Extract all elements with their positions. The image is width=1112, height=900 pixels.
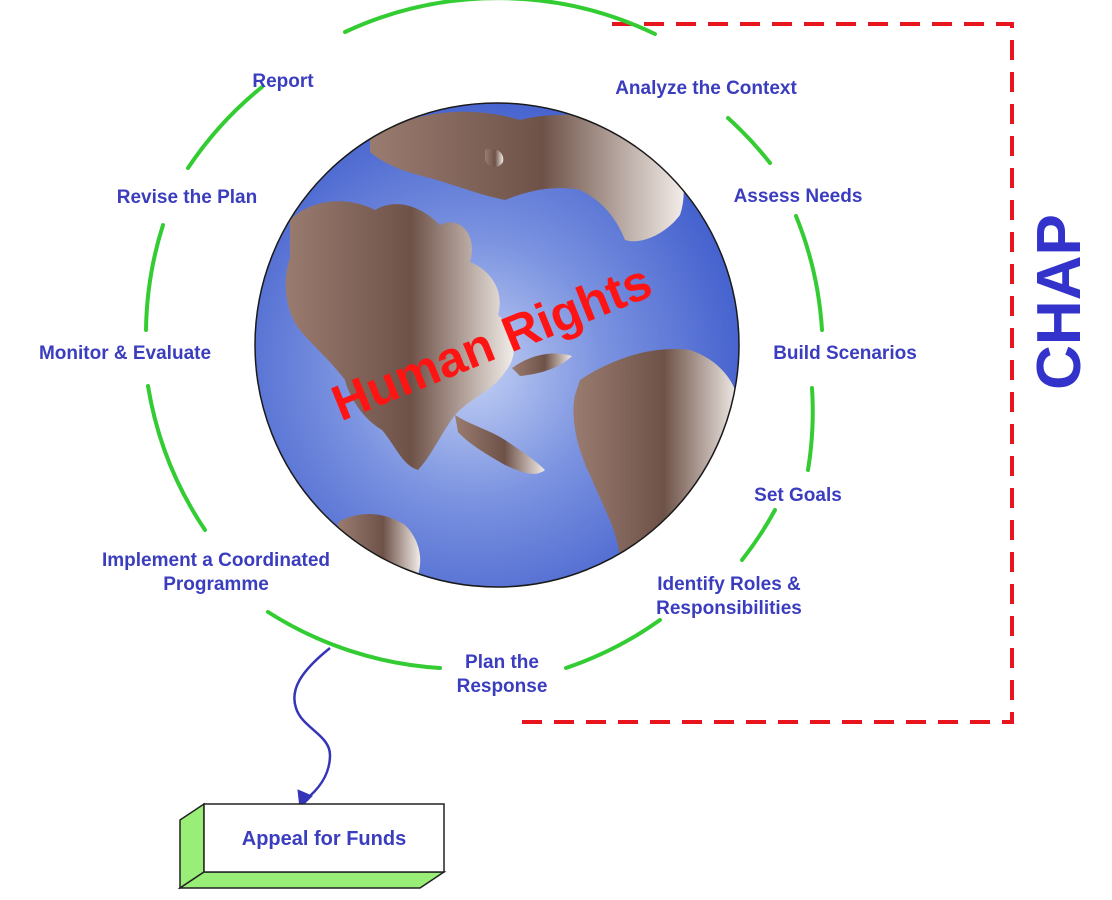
step-identify-roles-responsibilities-line: Identify Roles & — [657, 574, 801, 595]
step-plan-the-response-line: Response — [457, 676, 548, 697]
step-monitor-evaluate-line: Monitor & Evaluate — [39, 343, 211, 364]
step-analyze-the-context: Analyze the Context — [615, 78, 797, 99]
cycle-ring — [144, 0, 824, 670]
step-implement-a-coordinated-programme-line: Programme — [163, 574, 269, 595]
step-revise-the-plan-line: Revise the Plan — [117, 187, 257, 208]
step-plan-the-response-line: Plan the — [465, 652, 539, 673]
globe-continents — [285, 111, 739, 586]
step-monitor-evaluate: Monitor & Evaluate — [39, 343, 211, 364]
step-set-goals-line: Set Goals — [754, 485, 842, 506]
chap-frame — [520, 22, 1014, 724]
step-identify-roles-responsibilities: Identify Roles & Responsibilities — [656, 574, 802, 619]
step-assess-needs-line: Assess Needs — [734, 186, 863, 207]
appeal-for-funds-label: Appeal for Funds — [242, 828, 406, 850]
step-assess-needs: Assess Needs — [734, 186, 863, 207]
step-set-goals: Set Goals — [754, 485, 842, 506]
step-build-scenarios-line: Build Scenarios — [773, 343, 917, 364]
appeal-connector-arrow — [293, 647, 332, 810]
step-analyze-the-context-line: Analyze the Context — [615, 78, 797, 99]
step-build-scenarios: Build Scenarios — [773, 343, 917, 364]
chap-label: CHAP — [1025, 214, 1094, 390]
step-report-line: Report — [252, 71, 314, 92]
appeal-for-funds-box[interactable]: Appeal for Funds — [177, 802, 447, 890]
step-identify-roles-responsibilities-line: Responsibilities — [656, 598, 802, 619]
step-revise-the-plan: Revise the Plan — [117, 187, 257, 208]
step-implement-a-coordinated-programme-line: Implement a Coordinated — [102, 550, 330, 571]
step-report: Report — [252, 71, 314, 92]
globe — [254, 102, 740, 588]
